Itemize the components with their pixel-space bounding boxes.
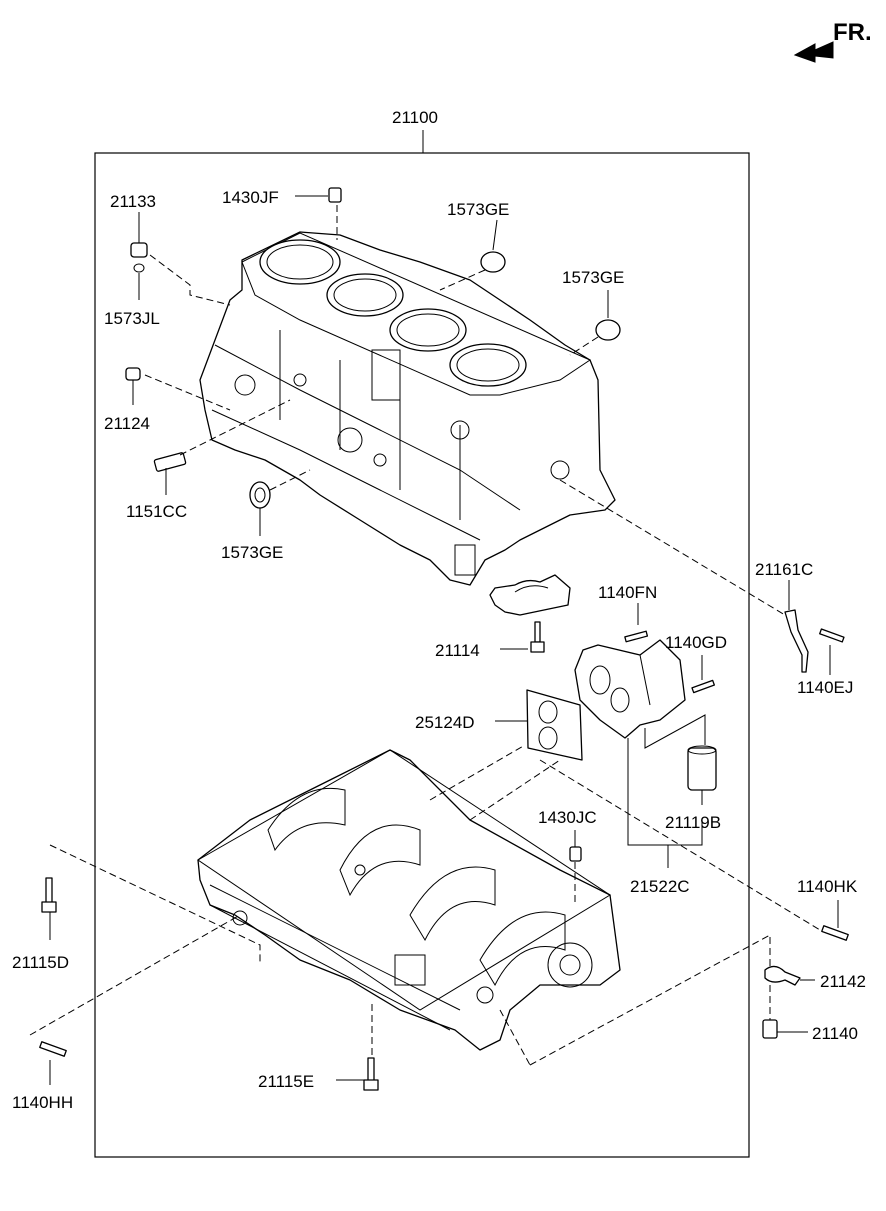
part-label: 21133 (110, 192, 156, 211)
bearing-cap (489, 574, 571, 616)
part-labels: 21133 1430JF 1573GE 1573GE 1573JL 21124 … (12, 188, 866, 1112)
front-arrow-icon (793, 41, 834, 63)
cylinder-block-upper (199, 231, 616, 586)
part-label: 1430JF (222, 188, 279, 207)
part-label: 21522C (630, 877, 690, 896)
part-label: 1573JL (104, 309, 160, 328)
part-label: 1573GE (447, 200, 509, 219)
part-label: 1140HH (12, 1093, 73, 1112)
part-label: 1430JC (538, 808, 597, 827)
assembly-frame (94, 152, 750, 1158)
leader-lines (29, 195, 839, 1085)
part-label: 21161C (755, 560, 813, 579)
part-label: 21124 (104, 414, 150, 433)
lower-crankcase (197, 749, 621, 1051)
oil-filter-housing (574, 639, 686, 739)
part-label: 21119B (665, 813, 721, 832)
small-parts (39, 187, 849, 1091)
part-label: 1140HK (797, 877, 858, 896)
part-label: 1140EJ (797, 678, 853, 697)
assembly-number-label: 21100 (392, 108, 438, 127)
part-label: 25124D (415, 713, 475, 732)
part-label: 21115E (258, 1072, 314, 1091)
part-label: 21142 (820, 972, 866, 991)
part-label: 21140 (812, 1024, 858, 1043)
part-label: 1151CC (126, 502, 187, 521)
part-label: 21115D (12, 953, 69, 972)
gasket (526, 689, 583, 761)
front-direction-label: FR. (833, 19, 872, 46)
front-direction-indicator: FR. (793, 19, 872, 63)
part-label: 1573GE (562, 268, 624, 287)
part-label: 1573GE (221, 543, 283, 562)
part-label: 1140GD (665, 633, 727, 652)
part-label: 21114 (435, 641, 480, 660)
part-label: 1140FN (598, 583, 657, 602)
